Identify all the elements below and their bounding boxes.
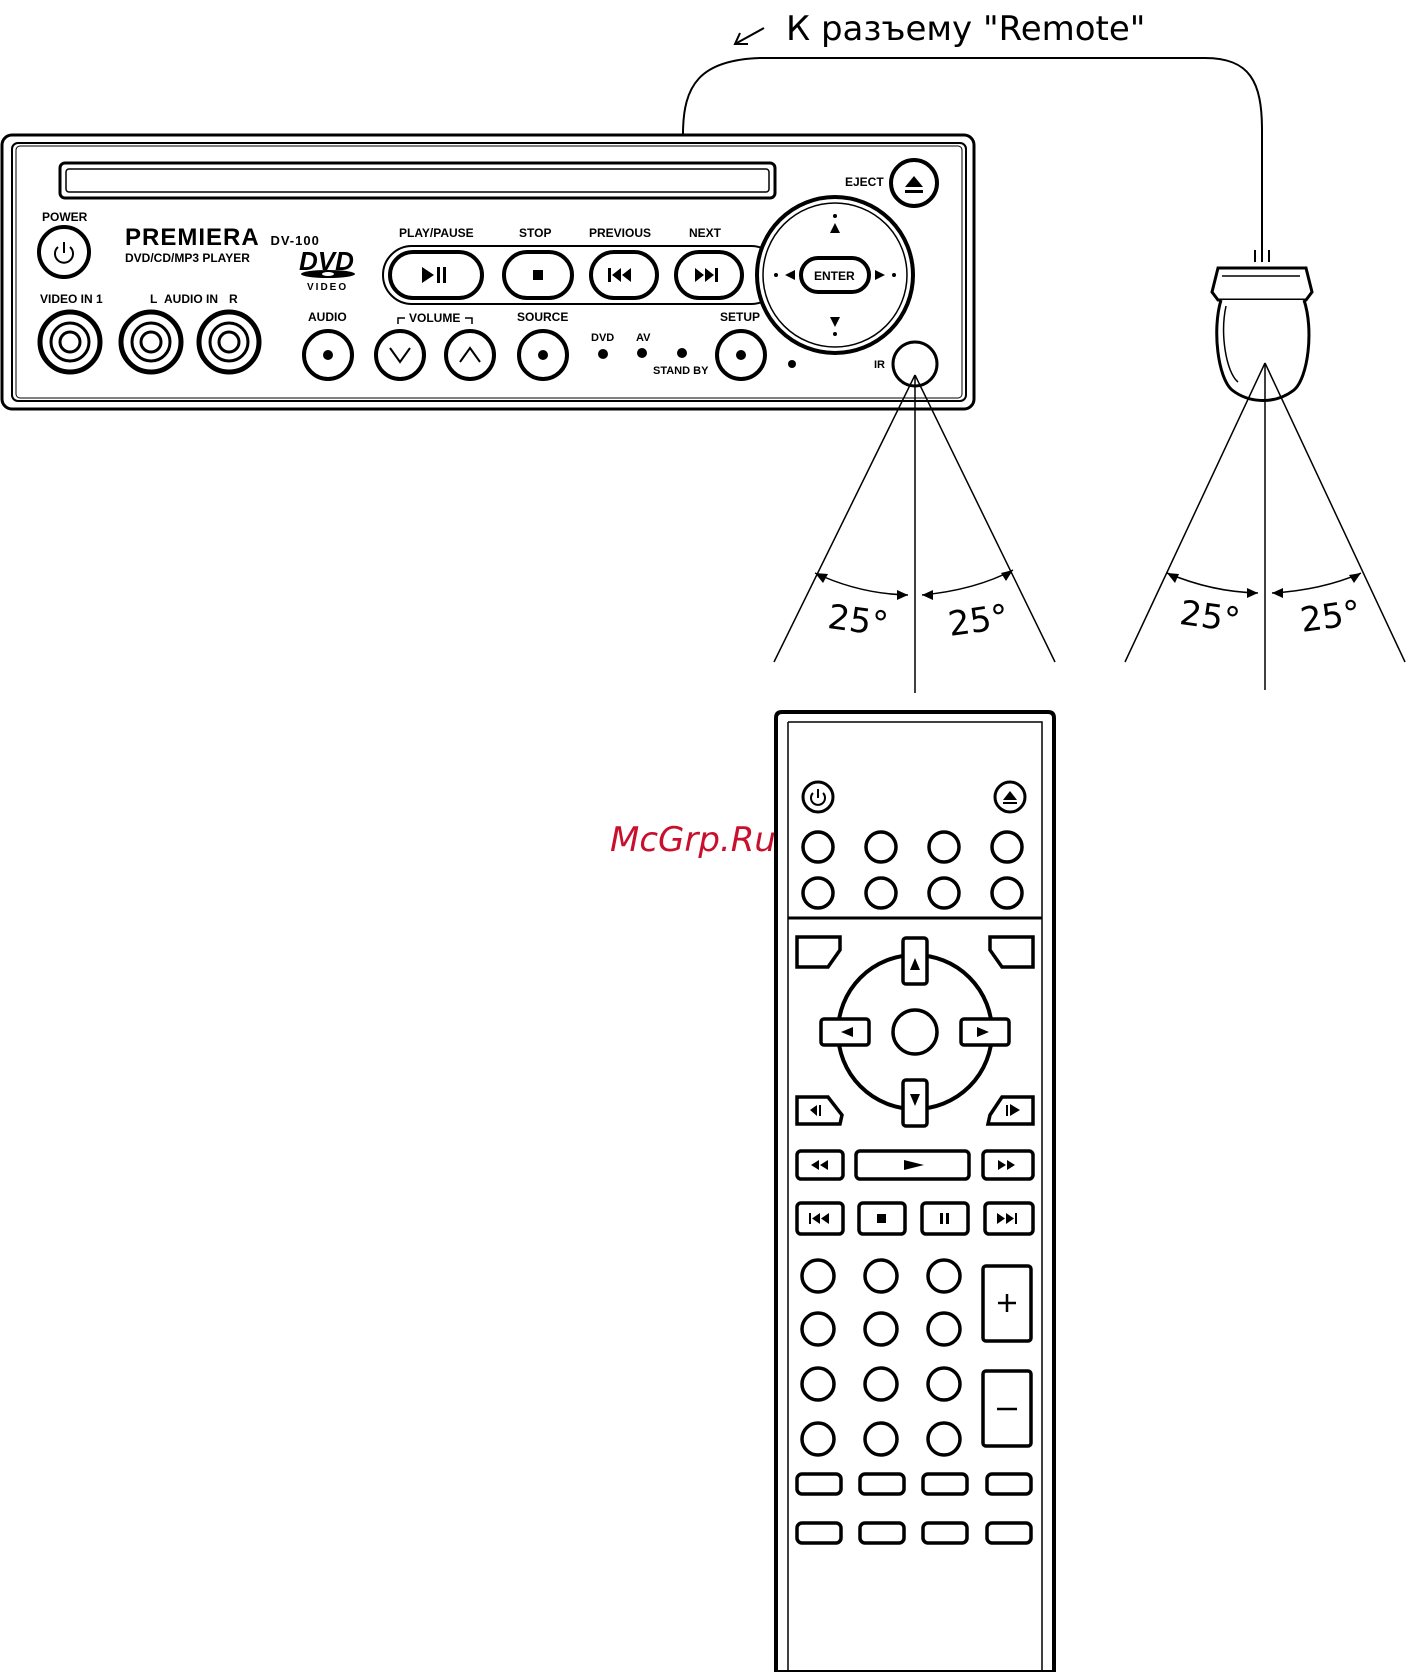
remote-volume-minus-button[interactable] [983,1371,1031,1446]
previous-button[interactable] [591,252,657,298]
external-angle-right-label: 25° [1298,593,1363,641]
dvd-video-logo: DVD VIDEO [299,246,355,293]
watermark: McGrp.Ru [610,820,776,860]
enter-label: ENTER [814,269,855,283]
remote-eject-button[interactable] [995,782,1025,812]
ir-angle-left-label: 25° [825,597,890,645]
remote-play-button[interactable] [856,1151,969,1179]
previous-label: PREVIOUS [589,226,651,240]
video-in-label: VIDEO IN 1 [40,292,103,306]
remote-volume-plus-button[interactable] [983,1266,1031,1341]
audio-in-label: AUDIO IN [164,292,218,306]
play-pause-label: PLAY/PAUSE [399,226,474,240]
power-button[interactable] [39,227,89,277]
external-reception-cone [1125,363,1405,690]
remote-left-button[interactable] [821,1019,869,1045]
remote-next-button[interactable] [985,1203,1033,1234]
next-label: NEXT [689,226,722,240]
brand-name-text: PREMIERA [125,224,259,251]
video-logo-text: VIDEO [307,282,348,293]
remote-rewind-button[interactable] [797,1151,843,1179]
remote-stop-button[interactable] [859,1203,905,1234]
audio-in-r-jack[interactable] [199,312,259,372]
standby-indicator-led [677,348,687,358]
power-label: POWER [42,210,88,224]
play-pause-button[interactable] [390,252,482,298]
ir-reception-cone [774,375,1055,693]
remote-control [776,712,1054,1672]
standby-label: STAND BY [653,365,709,377]
remote-power-button[interactable] [803,782,833,812]
volume-down-button[interactable] [376,331,424,379]
video-in-jack[interactable] [40,312,100,372]
reset-hole [788,360,796,368]
remote-down-button[interactable] [903,1080,927,1126]
remote-up-button[interactable] [903,938,927,984]
audio-in-l-jack[interactable] [121,312,181,372]
audio-button[interactable] [304,331,352,379]
remote-previous-button[interactable] [797,1203,843,1234]
audio-in-l-label: L [150,292,157,306]
eject-button[interactable] [891,160,937,206]
remote-fast-forward-button[interactable] [983,1151,1033,1179]
stop-label: STOP [519,226,551,240]
audio-in-r-label: R [229,292,238,306]
enter-button[interactable]: ENTER [801,258,869,292]
dvd-player-front-panel: EJECT POWER PREMIERA DV-100 DVD/CD/MP3 P… [2,135,974,409]
setup-button[interactable] [717,331,765,379]
ir-angle-right-label: 25° [946,597,1011,645]
remote-right-button[interactable] [961,1019,1009,1045]
dvd-indicator-led [598,349,608,359]
stop-icon [533,270,543,280]
player-subtitle: DVD/CD/MP3 PLAYER [125,251,250,265]
remote-enter-button[interactable] [893,1010,937,1054]
navigation-dial: ENTER [757,197,913,353]
source-label: SOURCE [517,310,568,324]
ir-label: IR [874,359,885,371]
next-button[interactable] [676,252,742,298]
dvd-indicator-label: DVD [591,332,614,344]
volume-up-button[interactable] [446,331,494,379]
eject-label: EJECT [845,175,884,189]
external-ir-receiver [1212,268,1312,401]
av-indicator-led [637,348,647,358]
stop-button[interactable] [504,252,572,298]
remote-pause-button[interactable] [922,1203,968,1234]
audio-label: AUDIO [308,310,347,324]
av-indicator-label: AV [636,332,651,344]
external-angle-left-label: 25° [1177,593,1242,641]
volume-label: VOLUME [409,311,460,325]
connector-caption: К разъему "Remote" [786,9,1145,49]
setup-label: SETUP [720,310,760,324]
source-button[interactable] [519,331,567,379]
caption-arrow-icon [735,28,764,44]
